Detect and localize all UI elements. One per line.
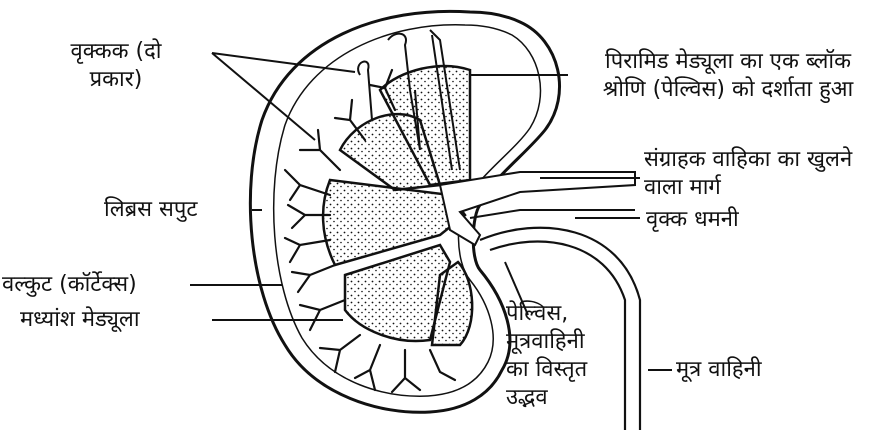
label-collecting-duct: संग्राहक वाहिका का खुलने वाला मार्ग [644, 146, 852, 202]
label-capsule: लिब्रस सपुट [104, 196, 198, 224]
label-pyramid: पिरामिड मेड्यूला का एक ब्लॉक श्रोणि (पेल… [572, 48, 884, 104]
label-pyramid-line-1: पिरामिड मेड्यूला का एक ब्लॉक [572, 48, 884, 76]
label-ureter: मूत्र वाहिनी [676, 356, 762, 384]
label-renal-artery: वृक्क धमनी [646, 206, 739, 234]
renal-pelvis [440, 172, 635, 245]
label-pelvis-line-1: पेल्विस, [506, 300, 587, 328]
label-pelvis: पेल्विस, मूत्रवाहिनी का विस्तृत उद्भव [506, 300, 587, 412]
label-nephron: वृक्कक (दो प्रकार) [22, 38, 210, 94]
label-pelvis-line-2: मूत्रवाहिनी [506, 328, 587, 356]
leader-nephron-1 [212, 53, 355, 72]
label-pyramid-line-2: श्रोणि (पेल्विस) को दर्शाता हुआ [572, 76, 884, 104]
label-pelvis-line-4: उद्भव [506, 384, 587, 412]
renal-artery-vessel [470, 210, 635, 218]
label-pelvis-line-3: का विस्तृत [506, 356, 587, 384]
label-medulla: मध्यांश मेड्यूला [20, 306, 140, 334]
label-collecting-line-2: वाला मार्ग [644, 174, 852, 202]
label-cortex: वल्कुट (कॉर्टेक्स) [2, 271, 137, 299]
label-collecting-line-1: संग्राहक वाहिका का खुलने [644, 146, 852, 174]
label-nephron-line-1: वृक्कक (दो [22, 38, 210, 66]
label-nephron-line-2: प्रकार) [22, 66, 210, 94]
